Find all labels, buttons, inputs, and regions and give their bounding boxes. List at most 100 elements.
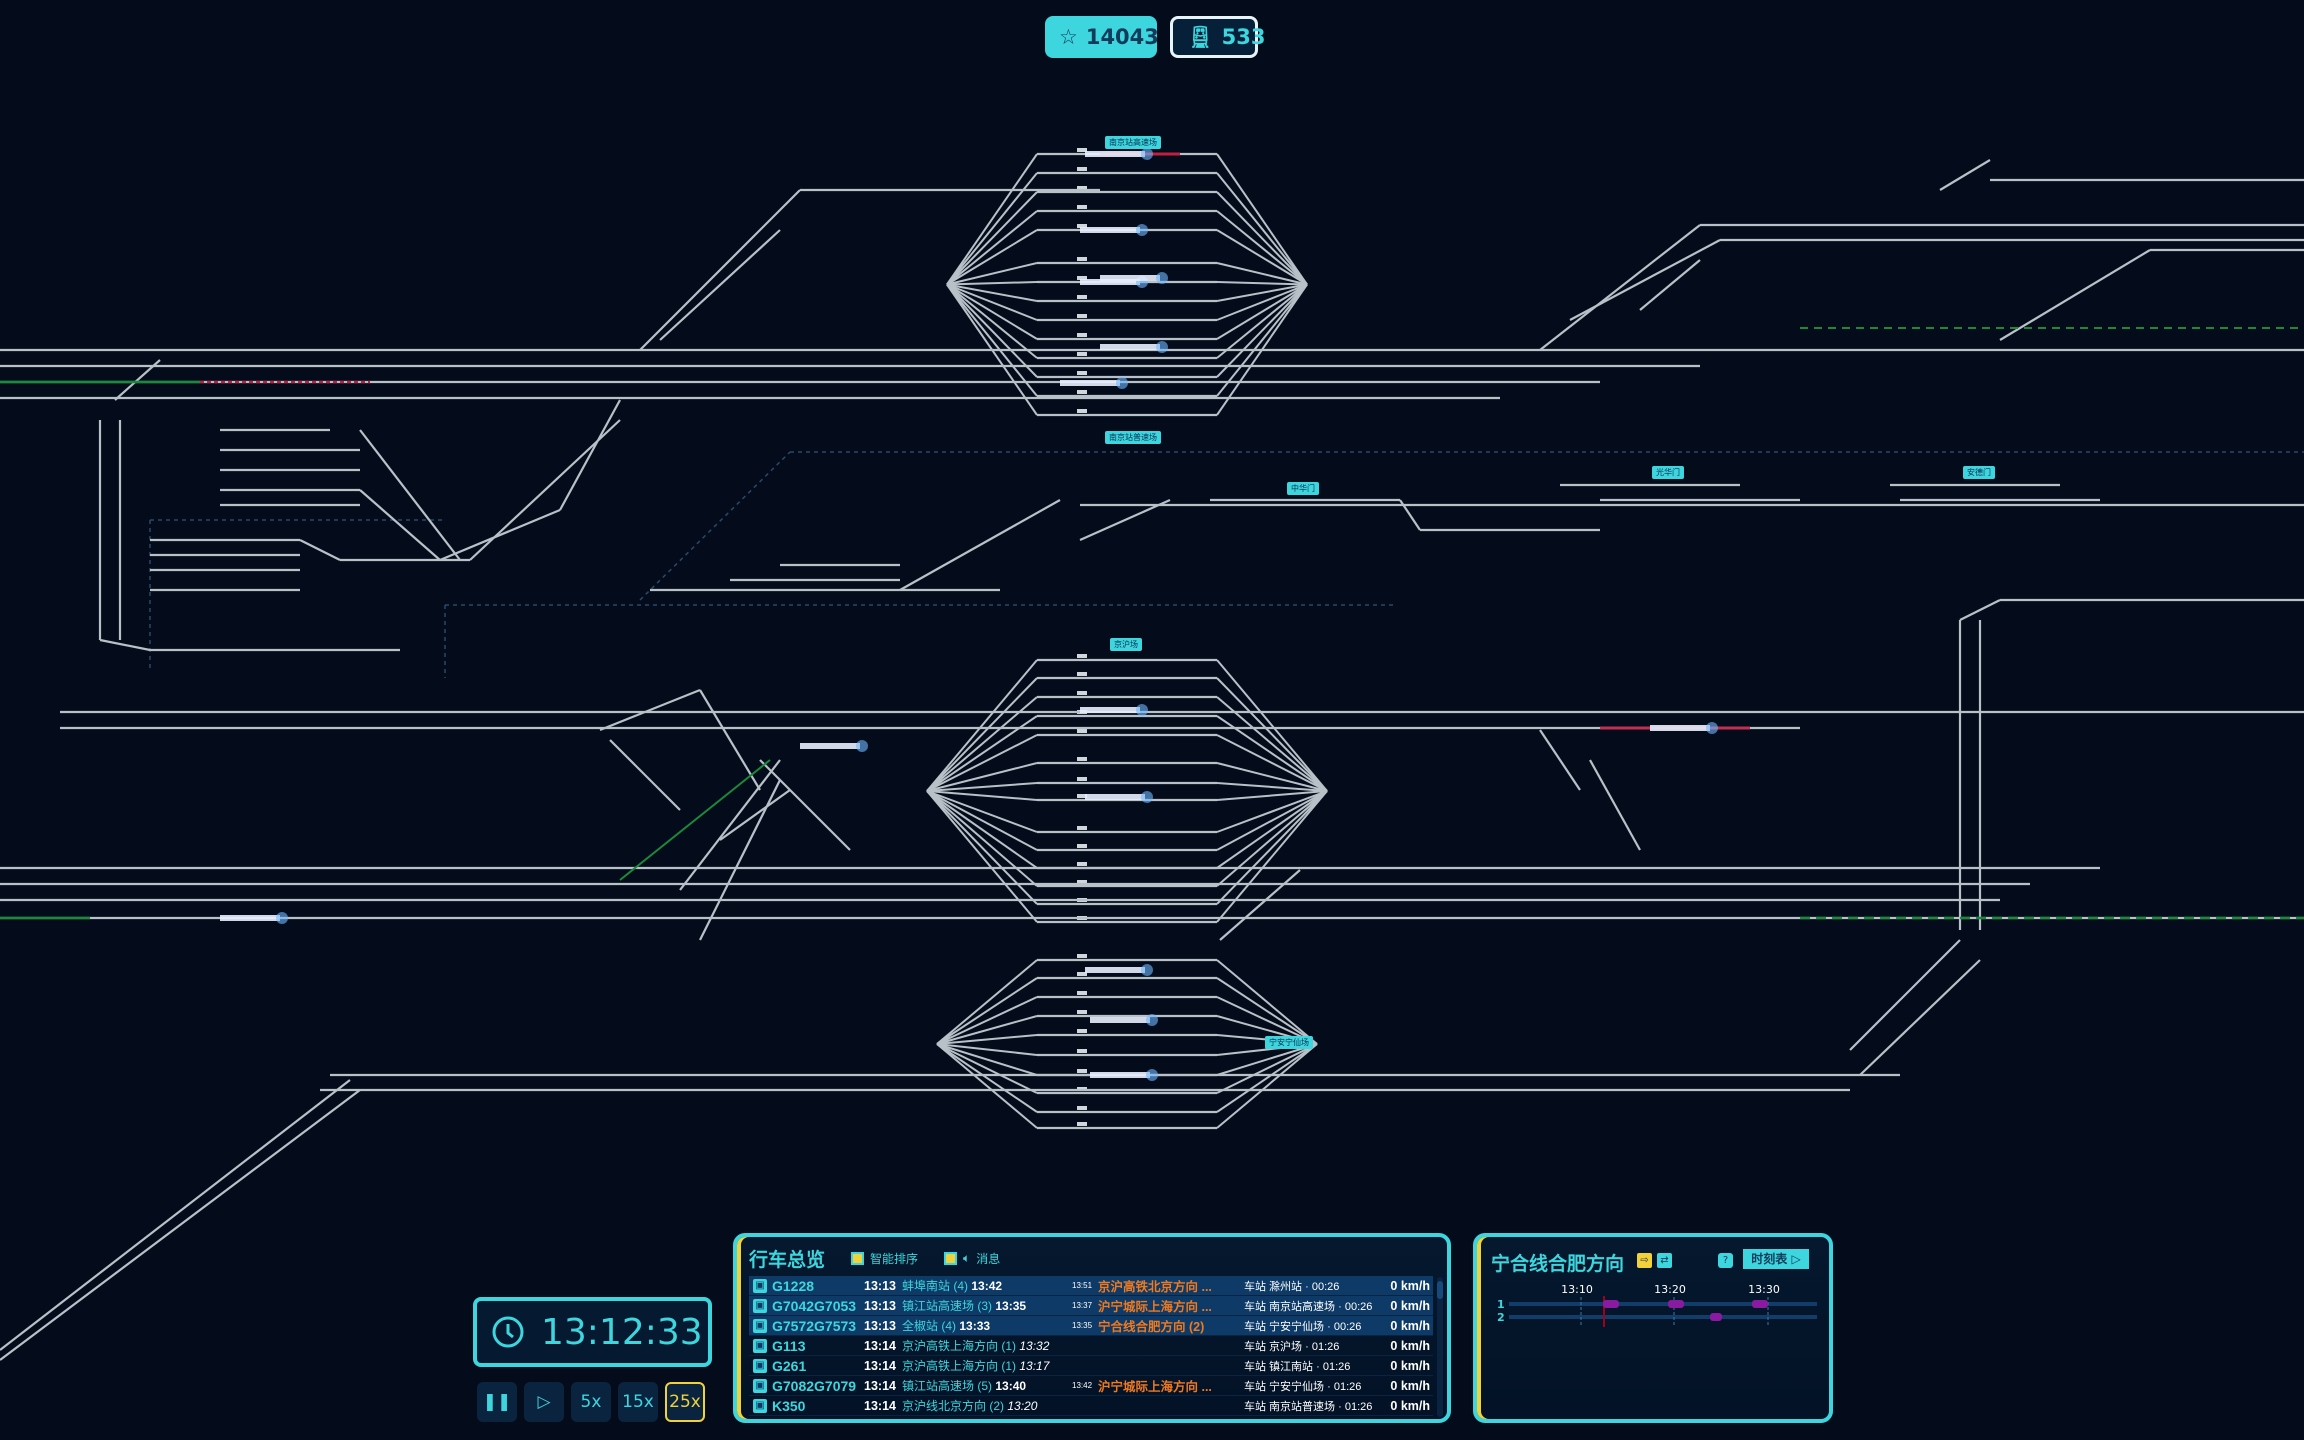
time: 13:14	[864, 1358, 896, 1373]
track-segment	[926, 677, 1038, 792]
train[interactable]	[1090, 1072, 1150, 1078]
play-button[interactable]: ▷	[524, 1382, 564, 1422]
signal	[1077, 1010, 1087, 1014]
table-row[interactable]: ▣ K350 13:14 京沪线北京方向 (2) 13:20 车站 南京站普速场…	[749, 1396, 1433, 1416]
scrollbar[interactable]	[1437, 1277, 1443, 1417]
table-row[interactable]: ▣ G7042G7053 13:13 镇江站高速场 (3) 13:35 13:3…	[749, 1296, 1433, 1316]
table-row[interactable]: ▣ G1228 13:13 蚌埠南站 (4) 13:42 13:51 京沪高铁北…	[749, 1276, 1433, 1296]
train[interactable]	[1080, 227, 1140, 233]
train[interactable]	[1080, 707, 1140, 713]
time: 13:14	[864, 1398, 896, 1413]
track-segment	[1569, 239, 1721, 321]
time: 13:13	[864, 1318, 896, 1333]
swap-icon[interactable]: ⇄	[1657, 1253, 1672, 1268]
speed-5x-button[interactable]: 5x	[571, 1382, 611, 1422]
train[interactable]	[1060, 380, 1120, 386]
train-icon: ▣	[753, 1298, 767, 1313]
signal	[1077, 205, 1087, 209]
signal	[1077, 276, 1087, 280]
track-segment	[699, 689, 761, 791]
track-segment	[1216, 281, 1308, 286]
track-segment	[1216, 262, 1308, 286]
station-label[interactable]: 宁安宁仙场	[1265, 1036, 1313, 1049]
track-segment	[926, 782, 1038, 792]
track-segment	[1216, 153, 1308, 286]
tick-label: 13:10	[1561, 1283, 1593, 1296]
train[interactable]	[1080, 279, 1140, 285]
speed: 0 km/h	[1390, 1298, 1430, 1313]
destination: 京沪高铁北京方向 ...	[1098, 1280, 1212, 1294]
panel-title: 宁合线合肥方向	[1491, 1253, 1625, 1275]
train-icon: 🚆︎	[1187, 24, 1214, 49]
track-segment	[936, 996, 1038, 1045]
station-label[interactable]: 中华门	[1287, 482, 1319, 495]
track-segment	[1216, 762, 1328, 792]
track-segment	[926, 790, 1038, 833]
train-id: G261	[772, 1357, 807, 1374]
train[interactable]	[1100, 275, 1160, 281]
track-segment	[99, 638, 151, 652]
station-label[interactable]: 光华门	[1652, 466, 1684, 479]
train[interactable]	[1085, 151, 1145, 157]
station-label[interactable]: 南京站高速场	[1105, 136, 1161, 149]
track-segment	[0, 1079, 351, 1351]
exit-icon[interactable]: ⇨	[1637, 1253, 1652, 1268]
track-segment	[926, 790, 1038, 801]
train-headlight	[856, 740, 868, 752]
track-segment	[946, 283, 1038, 302]
train[interactable]	[800, 743, 860, 749]
arrival-time: 13:20	[1007, 1399, 1038, 1413]
track-segment	[1216, 677, 1328, 792]
help-icon[interactable]: ?	[1718, 1253, 1733, 1268]
track-segment	[1216, 283, 1308, 359]
signal	[1077, 1049, 1087, 1053]
speed-25x-button[interactable]: 25x	[665, 1382, 705, 1422]
station-label[interactable]: 南京站普速场	[1105, 431, 1161, 444]
train-list[interactable]: ▣ G1228 13:13 蚌埠南站 (4) 13:42 13:51 京沪高铁北…	[749, 1276, 1433, 1418]
clock-display: 13:12:33	[473, 1297, 712, 1367]
train[interactable]	[1085, 967, 1145, 973]
track-segment	[946, 283, 1038, 359]
station-label[interactable]: 安德门	[1963, 466, 1995, 479]
track-segment	[1219, 869, 1301, 941]
table-row[interactable]: ▣ G113 13:14 京沪高铁上海方向 (1) 13:32 车站 京沪场 ·…	[749, 1336, 1433, 1356]
next-station: 蚌埠南站 (4)	[902, 1279, 969, 1293]
track-segment	[1216, 790, 1328, 851]
train-headlight	[1156, 341, 1168, 353]
time: 13:14	[864, 1378, 896, 1393]
train[interactable]	[1100, 344, 1160, 350]
score-value: 14043	[1085, 25, 1159, 49]
table-row[interactable]: ▣ G261 13:14 京沪高铁上海方向 (1) 13:17 车站 镇江南站 …	[749, 1356, 1433, 1376]
destination: 沪宁城际上海方向 ...	[1098, 1300, 1212, 1314]
arrival-time: 13:35	[995, 1299, 1027, 1313]
table-row[interactable]: ▣ G7572G7573 13:13 全椒站 (4) 13:33 13:35 宁…	[749, 1316, 1433, 1336]
next-station: 全椒站 (4)	[902, 1319, 957, 1333]
speed: 0 km/h	[1390, 1398, 1430, 1413]
train[interactable]	[1085, 794, 1145, 800]
train-id: G7572G7573	[772, 1317, 857, 1334]
signal	[1077, 1106, 1087, 1110]
track-label: 2	[1497, 1311, 1505, 1324]
train[interactable]	[220, 915, 280, 921]
track-segment	[936, 1043, 1038, 1056]
next-station: 京沪高铁上海方向 (1)	[902, 1359, 1017, 1373]
departure-time: 13:35	[1072, 1321, 1093, 1330]
track-segment	[559, 399, 621, 511]
station-label[interactable]: 京沪场	[1110, 638, 1142, 651]
track-segment	[1216, 790, 1328, 887]
train[interactable]	[1650, 725, 1710, 731]
signal	[1077, 691, 1087, 695]
smart-sort-checkbox[interactable]: 智能排序	[851, 1250, 918, 1267]
train-icon: ▣	[753, 1318, 767, 1333]
speed-15x-button[interactable]: 15x	[618, 1382, 658, 1422]
pause-button[interactable]: ❚❚	[477, 1382, 517, 1422]
next-station: 镇江站高速场 (5)	[902, 1379, 993, 1393]
messages-checkbox[interactable]: 🔈︎消息	[944, 1250, 1000, 1267]
track-segment	[1539, 729, 1581, 791]
next-station: 京沪线北京方向 (2)	[902, 1399, 1005, 1413]
table-row[interactable]: ▣ G7082G7079 13:14 镇江站高速场 (5) 13:40 13:4…	[749, 1376, 1433, 1396]
train[interactable]	[1090, 1017, 1150, 1023]
timetable-button[interactable]: 时刻表 ▷	[1743, 1249, 1809, 1269]
track-segment	[1216, 659, 1328, 792]
